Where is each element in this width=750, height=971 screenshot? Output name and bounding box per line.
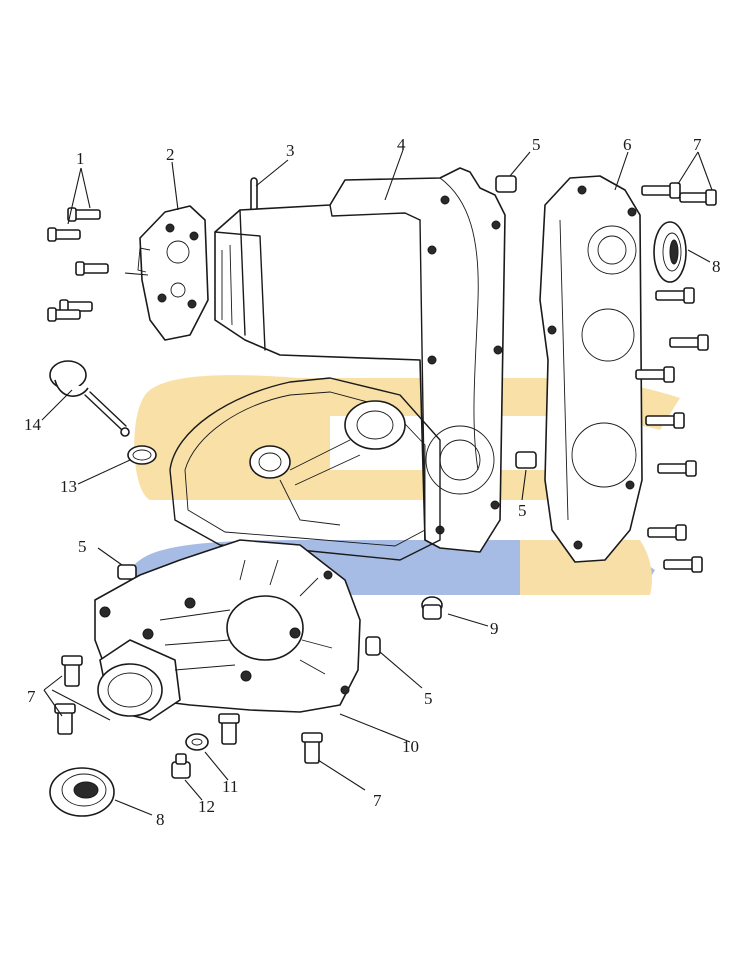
part-1-bolts	[47, 207, 109, 322]
callout-labels: 1 2 3 4 5 6 7 8 14 13 5 5 9 5 7 10 11 7 …	[24, 135, 721, 829]
watermark-yellow-band-lower	[520, 540, 652, 595]
callout-14: 14	[24, 415, 42, 434]
part-7-bolts-right	[635, 182, 717, 573]
callout-7-bottom: 7	[373, 791, 382, 810]
callout-5-left: 5	[78, 537, 87, 556]
gasket-outline	[169, 377, 441, 561]
part-8-oil-seal-upper	[653, 221, 687, 283]
callout-9: 9	[490, 619, 499, 638]
leader-lines	[41, 149, 713, 816]
callout-5-lower: 5	[424, 689, 433, 708]
callout-8-bottom: 8	[156, 810, 165, 829]
callout-1: 1	[76, 149, 85, 168]
callout-8-top: 8	[712, 257, 721, 276]
callout-5-top: 5	[532, 135, 541, 154]
part-6-rear-cover	[539, 175, 643, 563]
callout-11: 11	[222, 777, 238, 796]
callout-4: 4	[397, 135, 406, 154]
part-11-washer	[185, 733, 209, 751]
callout-6: 6	[623, 135, 632, 154]
part-4-main-housing	[214, 167, 506, 553]
callout-12: 12	[198, 797, 215, 816]
part-8-oil-seal-lower	[49, 767, 115, 817]
callout-10: 10	[402, 737, 419, 756]
part-5-dowel-lower	[117, 564, 381, 656]
callout-3: 3	[286, 141, 295, 160]
part-12-drain-plug	[171, 753, 191, 779]
callout-13: 13	[60, 477, 77, 496]
part-5-dowel-upper	[495, 175, 537, 469]
callout-7-left: 7	[27, 687, 36, 706]
part-7-bolts-lower	[54, 655, 323, 764]
part-13-o-ring	[127, 445, 157, 465]
callout-5-right: 5	[518, 501, 527, 520]
part-2-cover-plate	[137, 205, 209, 341]
callout-7-top: 7	[693, 135, 702, 154]
part-9-plug	[421, 596, 443, 620]
part-14-breather	[49, 360, 130, 437]
callout-2: 2	[166, 145, 175, 164]
part-10-front-housing	[94, 539, 361, 721]
